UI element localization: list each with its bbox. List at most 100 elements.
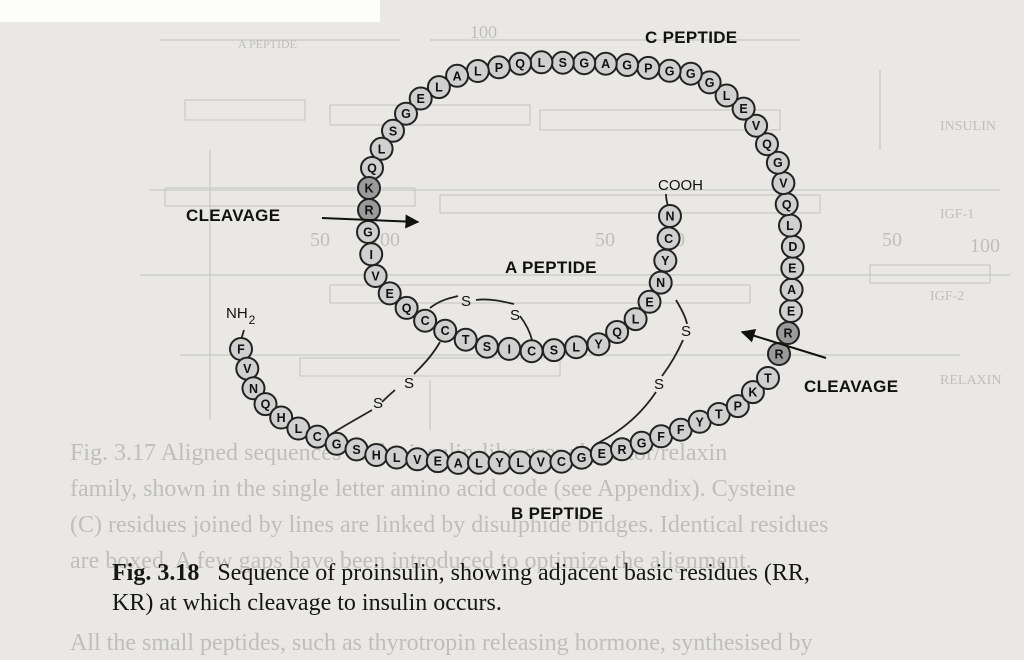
b-chain-residue-letter: H: [372, 449, 381, 463]
a-chain-residue-bead: [637, 289, 662, 314]
disulfide-line: [519, 315, 533, 341]
b-chain-residue-letter: C: [313, 430, 322, 444]
b-chain-residue-letter: L: [475, 456, 483, 470]
c-peptide-residue-bead: [426, 75, 451, 100]
c-peptide-residue-letter: E: [417, 92, 425, 106]
c-peptide-residue-bead: [381, 118, 405, 143]
a-chain-residue-letter: Y: [594, 338, 603, 352]
c-peptide-residue-bead: [394, 101, 418, 126]
disulfide-line: [675, 299, 688, 325]
c-peptide-residue-letter: D: [788, 240, 797, 254]
c-peptide-label: C PEPTIDE: [645, 28, 737, 47]
c-peptide-residue-letter: P: [644, 61, 652, 75]
c-peptide-residue-bead: [731, 96, 756, 121]
c-peptide-residue-letter: G: [622, 59, 632, 73]
cleavage-arrow-right: [740, 329, 827, 359]
sulfur-label: S: [654, 376, 664, 393]
a-chain-residue-letter: N: [665, 210, 674, 224]
b-chain-residue-letter: C: [557, 455, 566, 469]
a-peptide-label: A PEPTIDE: [505, 258, 597, 277]
b-chain-residue-bead: [756, 366, 780, 390]
c-peptide-residue-bead: [369, 136, 394, 161]
basic-residue-letter: K: [364, 182, 373, 196]
c-peptide-residue-letter: G: [773, 156, 783, 170]
sulfur-label: S: [510, 307, 520, 324]
basic-residue-letter: R: [364, 204, 373, 218]
c-peptide-residue-bead: [744, 113, 769, 138]
a-chain-residue-letter: E: [645, 295, 653, 309]
a-chain-residue-bead: [413, 308, 438, 333]
disulfide-line: [413, 341, 441, 375]
basic-residue-letter: R: [774, 348, 783, 362]
a-chain-residue-letter: L: [572, 341, 580, 355]
b-chain-residue-letter: L: [516, 456, 524, 470]
b-chain-residue-letter: G: [332, 437, 342, 451]
disulfide-line: [595, 391, 657, 445]
c-peptide-residue-letter: G: [401, 107, 411, 121]
disulfide-line: [381, 389, 396, 403]
a-chain-residue-bead: [394, 295, 419, 320]
c-peptide-residue-letter: E: [787, 305, 795, 319]
c-peptide-residue-letter: L: [435, 81, 443, 95]
a-chain-residue-letter: G: [363, 226, 373, 240]
c-peptide-residue-letter: L: [474, 65, 482, 79]
b-chain-residue-letter: R: [617, 443, 626, 457]
b-chain-residue-letter: N: [249, 382, 258, 396]
caption-line-2: KR) at which cleavage to insulin occurs.: [112, 588, 1012, 618]
c-peptide-residue-letter: E: [739, 102, 747, 116]
c-peptide-residue-letter: Q: [515, 57, 525, 71]
b-chain-residue-letter: K: [748, 386, 757, 400]
b-chain-residue-letter: Y: [696, 415, 705, 429]
b-chain-residue-letter: H: [277, 411, 286, 425]
a-chain-residue-bead: [433, 318, 458, 343]
a-chain-residue-letter: I: [369, 248, 372, 262]
b-chain-residue-letter: G: [637, 436, 647, 450]
b-chain-residue-bead: [740, 380, 765, 405]
c-peptide-residue-letter: S: [389, 124, 397, 138]
a-chain-residue-letter: E: [386, 287, 394, 301]
c-peptide-residue-letter: A: [601, 57, 610, 71]
figure-number: Fig. 3.18: [112, 560, 200, 586]
disulfide-line: [429, 295, 459, 309]
a-chain-residue-letter: Y: [661, 254, 670, 268]
c-peptide-residue-letter: E: [788, 262, 796, 276]
a-chain-residue-letter: C: [527, 345, 536, 359]
sulfur-label: S: [461, 293, 471, 310]
c-peptide-residue-letter: V: [752, 119, 761, 133]
b-chain-residue-letter: V: [537, 456, 546, 470]
b-chain-residue-letter: T: [715, 408, 723, 422]
c-peptide-residue-letter: L: [786, 219, 794, 233]
b-chain-residue-letter: G: [577, 451, 587, 465]
top-white-strip: [0, 0, 380, 22]
c-peptide-residue-letter: G: [665, 64, 675, 78]
a-chain-residue-letter: C: [441, 324, 450, 338]
c-peptide-residue-letter: L: [538, 56, 546, 70]
c-peptide-residue-letter: G: [686, 67, 696, 81]
a-chain-residue-letter: V: [371, 270, 380, 284]
cooh-label: COOH: [658, 177, 703, 194]
disulfide-line: [661, 339, 684, 377]
disulfide-line: [475, 298, 515, 305]
a-chain-residue-letter: L: [632, 313, 640, 327]
c-peptide-residue-bead: [714, 83, 739, 108]
c-peptide-residue-letter: A: [453, 69, 462, 83]
b-chain-residue-bead: [269, 405, 294, 430]
c-peptide-residue-letter: A: [787, 283, 796, 297]
a-chain-residue-bead: [605, 320, 630, 344]
b-chain-residue-letter: F: [677, 423, 685, 437]
b-chain-residue-letter: T: [764, 372, 772, 386]
sulfur-label: S: [681, 323, 691, 340]
disulfide-line: [329, 409, 373, 436]
b-chain-residue-letter: E: [598, 447, 606, 461]
b-chain-residue-bead: [725, 394, 750, 419]
c-peptide-residue-letter: L: [723, 89, 731, 103]
cleavage-arrow-left: [321, 214, 420, 229]
a-chain-residue-letter: C: [421, 314, 430, 328]
sulfur-labels: S S S S S S: [373, 293, 691, 412]
c-peptide-residue-letter: S: [559, 56, 567, 70]
c-peptide-residue-letter: Q: [782, 198, 792, 212]
c-peptide-residue-letter: Q: [762, 138, 772, 152]
